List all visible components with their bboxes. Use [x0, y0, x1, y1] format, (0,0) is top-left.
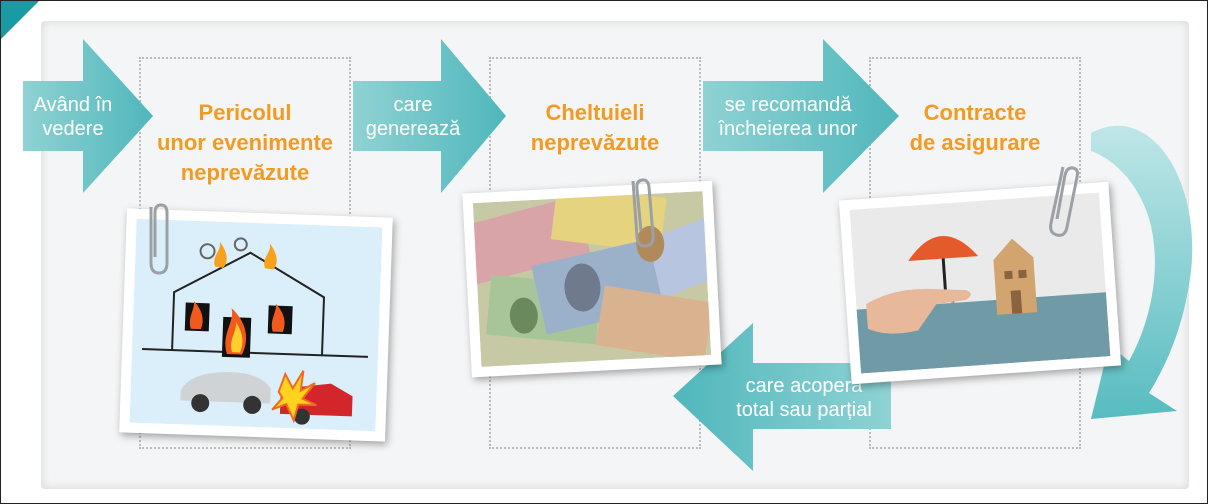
title-risk-line2: unor evenimente — [156, 130, 334, 155]
arrow-label-1: Având în vedere — [23, 93, 123, 141]
title-risk-line1: Pericolul — [198, 100, 292, 125]
title-risk: Pericolul unor evenimente neprevăzute — [139, 98, 351, 188]
arrow-label-1-line1: Având în — [33, 94, 113, 116]
arrow-label-return: care acoperă total sau parțial — [719, 374, 889, 422]
arrow-right-3 — [703, 39, 899, 193]
arrow-label-return-line2: total sau parțial — [736, 399, 872, 421]
title-expenses-line2: neprevăzute — [530, 130, 660, 155]
arrow-label-3-line1: se recomandă — [724, 94, 852, 116]
corner-triangle — [1, 1, 39, 39]
arrow-curved-down — [1091, 125, 1193, 419]
arrow-right-1 — [23, 39, 153, 193]
arrow-label-2-line2: generează — [365, 118, 461, 140]
paper-clip-icon — [149, 203, 169, 275]
arrow-left-return — [673, 323, 891, 471]
title-insurance: Contracte de asigurare — [869, 98, 1081, 158]
arrow-label-2-line1: care — [393, 94, 433, 116]
paper-clip-icon — [1049, 166, 1079, 237]
arrow-label-3: se recomandă încheierea unor — [703, 93, 873, 141]
arrow-right-2 — [353, 39, 506, 193]
title-expenses: Cheltuieli neprevăzute — [489, 98, 701, 158]
insurance-umbrella-house-photo — [838, 181, 1122, 385]
arrow-label-1-line2: vedere — [42, 118, 104, 140]
fire-house-car-illustration — [119, 208, 393, 442]
arrow-label-3-line2: încheierea unor — [718, 118, 858, 140]
title-risk-line3: neprevăzute — [180, 160, 310, 185]
title-insurance-line2: de asigurare — [909, 130, 1041, 155]
arrow-label-2: care generează — [353, 93, 473, 141]
title-insurance-line1: Contracte — [923, 100, 1027, 125]
paper-clip-icon — [631, 178, 655, 248]
arrow-label-return-line1: care acoperă — [745, 375, 863, 397]
title-expenses-line1: Cheltuieli — [545, 100, 645, 125]
